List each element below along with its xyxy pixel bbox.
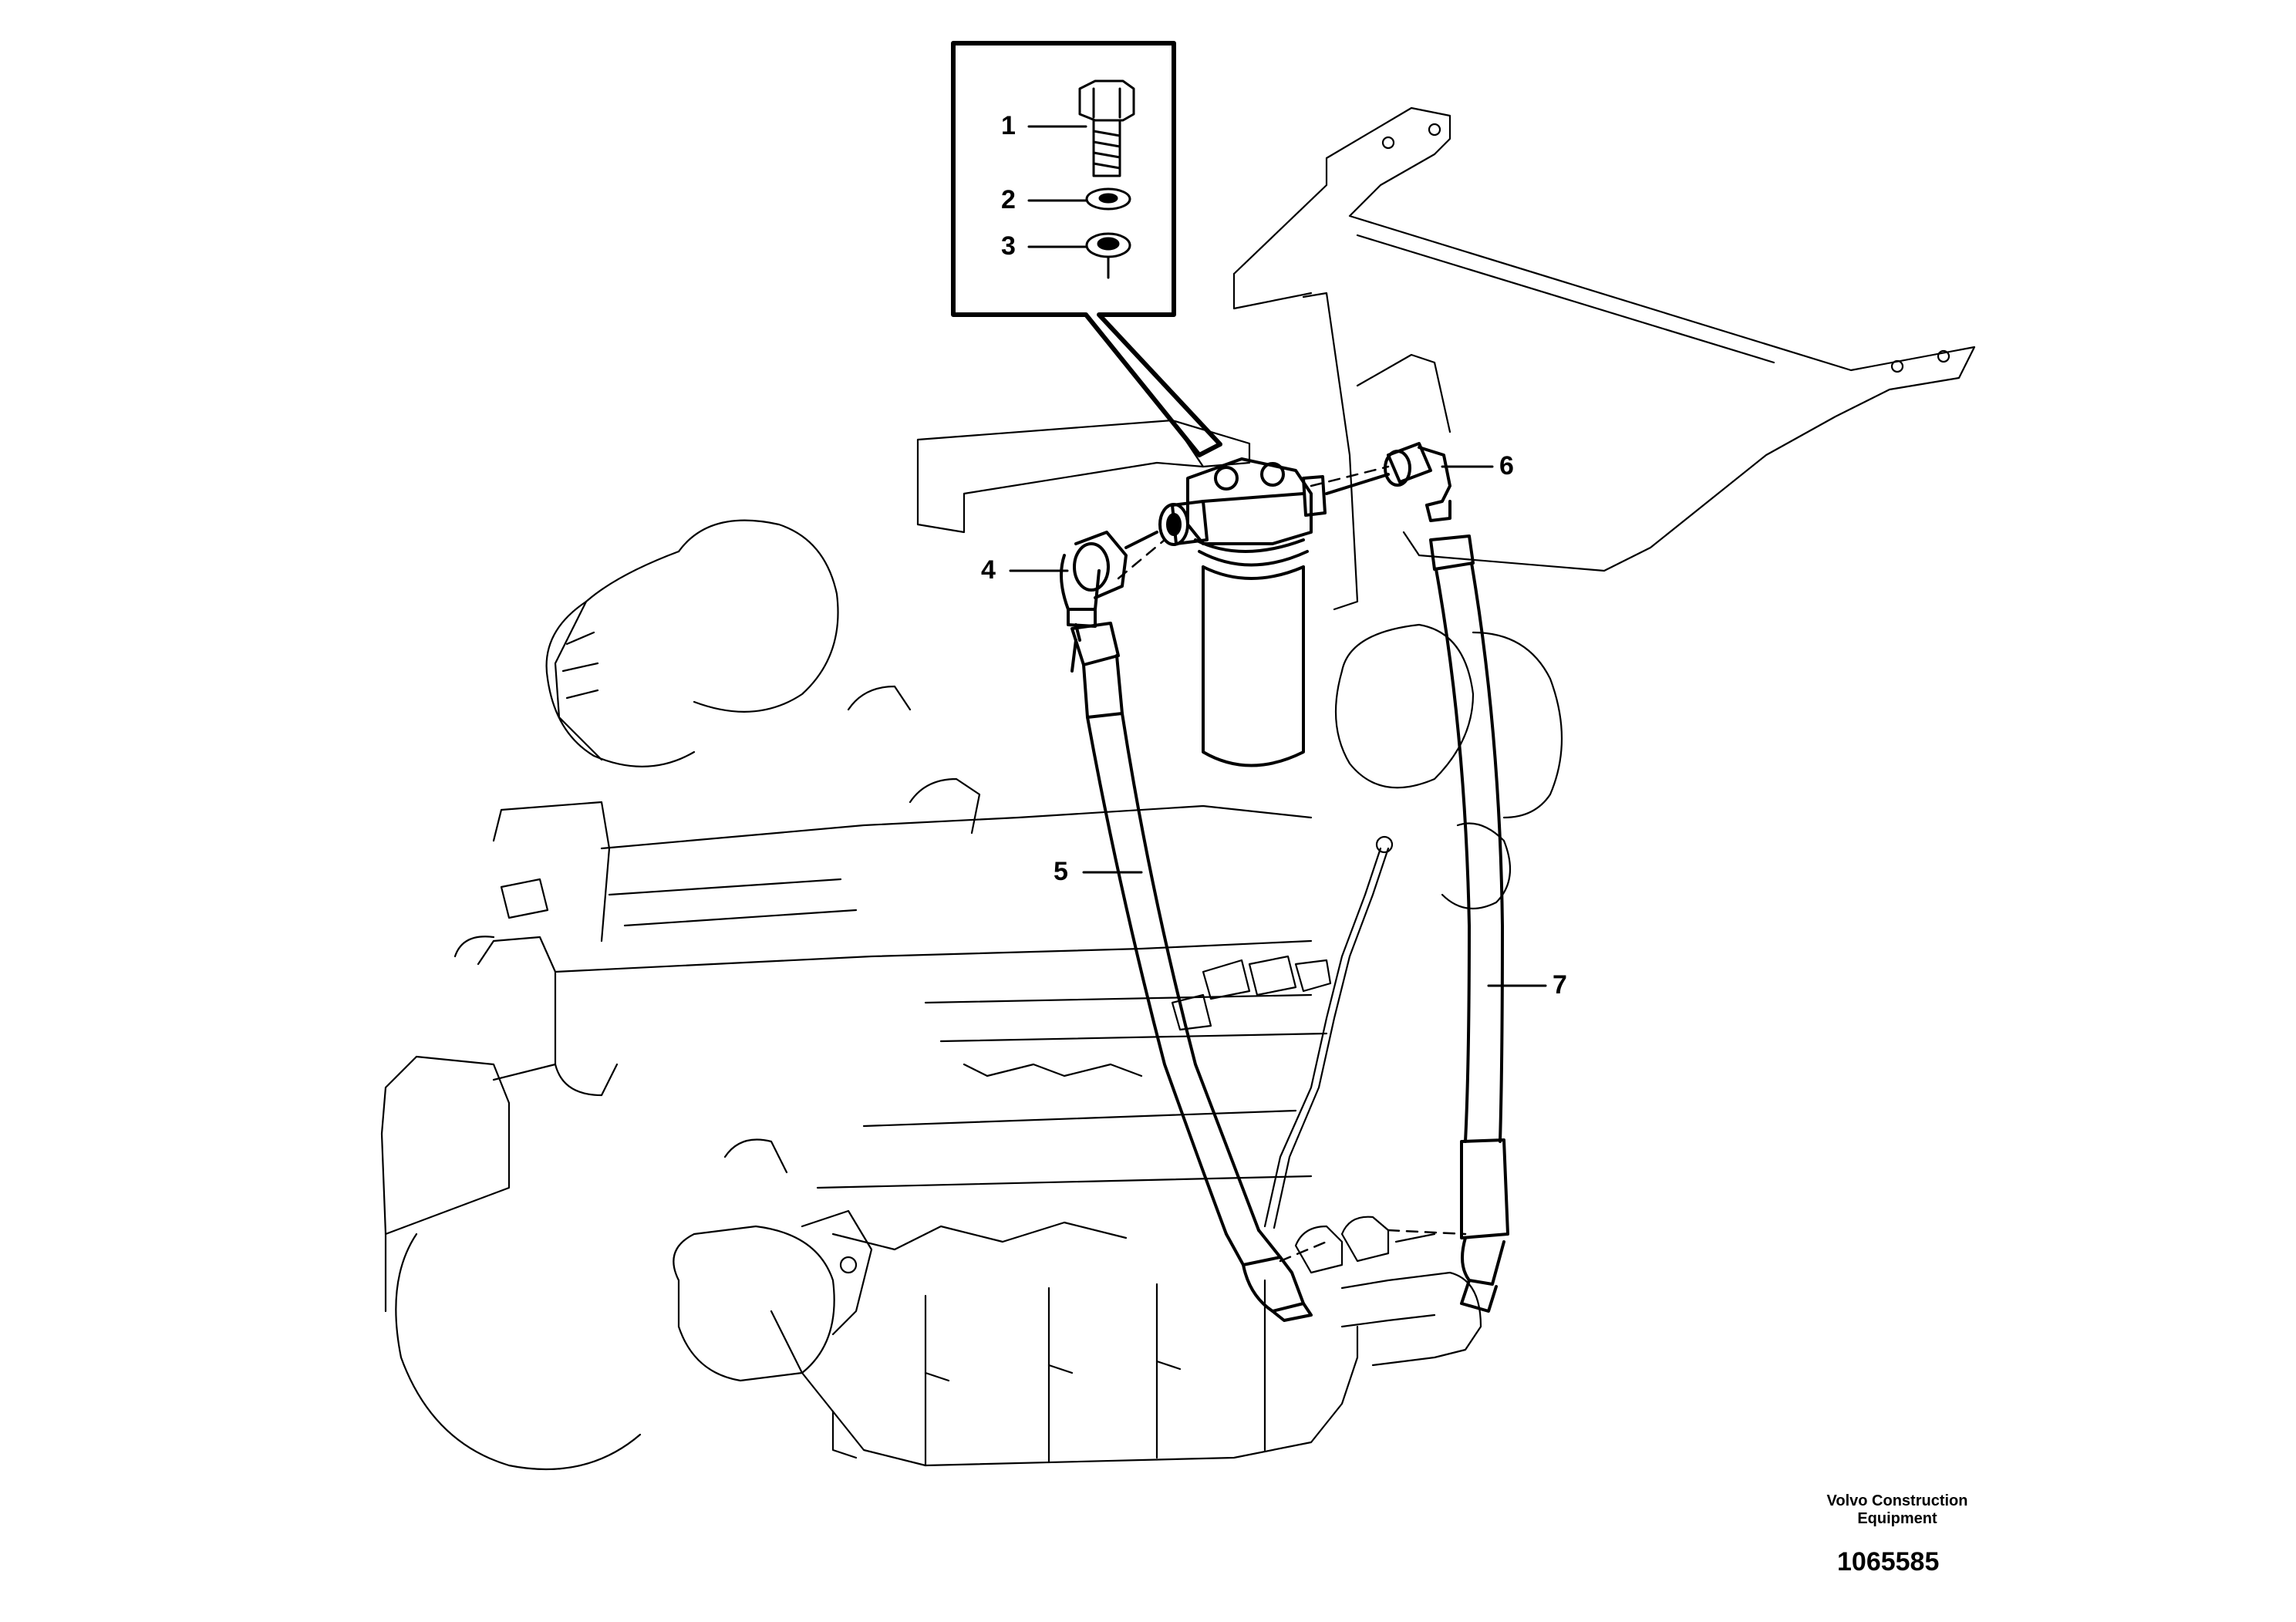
oil-filter-assembly [1158, 457, 1327, 767]
callout-label-7: 7 [1553, 970, 1567, 1000]
bolt-part [1078, 79, 1135, 177]
callout-label-5: 5 [1054, 857, 1068, 886]
elbow-fitting-6 [1325, 442, 1451, 522]
figure-number: 1065585 [1837, 1547, 1940, 1576]
callout-label-2: 2 [1001, 185, 1016, 214]
hose-5 [1070, 622, 1313, 1322]
brand-caption: Volvo Construction Equipment [1797, 1492, 1998, 1528]
hose-7 [1429, 534, 1509, 1313]
engine-block-outline [380, 106, 1976, 1470]
callout-label-6: 6 [1499, 451, 1514, 481]
callout-label-4: 4 [981, 555, 996, 585]
washer-part [1085, 187, 1131, 211]
lock-washer-part [1085, 232, 1131, 279]
brand-line-1: Volvo Construction [1826, 1492, 1968, 1509]
elbow-fitting-4 [1060, 531, 1158, 628]
callout-label-3: 3 [1001, 231, 1016, 261]
leader-lines [1009, 125, 1547, 987]
callout-detail-box [951, 41, 1222, 457]
callout-label-1: 1 [1001, 111, 1016, 140]
connection-dashed-lines [1117, 465, 1467, 1263]
brand-line-2: Equipment [1857, 1510, 1937, 1527]
